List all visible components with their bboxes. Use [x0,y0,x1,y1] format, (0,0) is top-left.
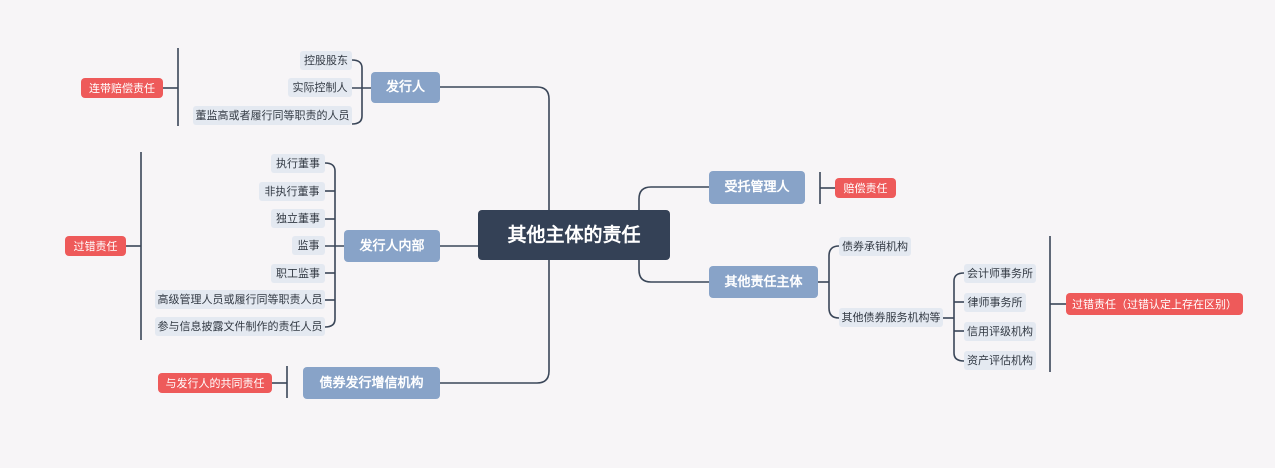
connector-line-3 [638,186,709,236]
tag-joint-liability-with-issuer[interactable]: 与发行人的共同责任 [158,373,272,393]
connector-line-15 [953,272,965,362]
leaf-employee-supervisor[interactable]: 职工监事 [271,264,325,283]
connector-line-13 [828,245,840,319]
topic-credit-enhancer[interactable]: 债券发行增信机构 [303,367,440,399]
leaf-asset-appraisal-agency[interactable]: 资产评估机构 [964,351,1036,370]
topic-other-parties[interactable]: 其他责任主体 [709,266,818,298]
connector-line-7 [324,162,336,328]
leaf-non-executive-director[interactable]: 非执行董事 [259,182,325,201]
tag-fault-liability-internal[interactable]: 过错责任 [65,236,126,256]
topic-issuer-internal[interactable]: 发行人内部 [344,230,440,262]
connector-line-4 [638,235,709,283]
topic-issuer[interactable]: 发行人 [371,72,440,103]
leaf-accounting-firm[interactable]: 会计师事务所 [964,264,1036,283]
leaf-underwriter[interactable]: 债券承销机构 [839,237,911,256]
leaf-independent-director[interactable]: 独立董事 [271,209,325,228]
tag-joint-compensation-liability[interactable]: 连带赔偿责任 [81,78,163,98]
tag-fault-liability-with-differences[interactable]: 过错责任（过错认定上存在区别） [1066,293,1243,315]
connector-line-1 [440,234,550,384]
leaf-disclosure-personnel[interactable]: 参与信息披露文件制作的责任人员 [155,317,325,336]
topic-trustee[interactable]: 受托管理人 [709,171,805,204]
root-topic[interactable]: 其他主体的责任 [478,210,670,260]
leaf-credit-rating-agency[interactable]: 信用评级机构 [964,322,1036,341]
leaf-supervisor[interactable]: 监事 [292,236,325,255]
connector-line-0 [440,86,550,236]
leaf-directors-supervisors-executives[interactable]: 董监高或者履行同等职责的人员 [193,106,352,125]
leaf-senior-management[interactable]: 高级管理人员或履行同等职责人员 [155,290,325,309]
leaf-law-firm[interactable]: 律师事务所 [964,293,1026,312]
leaf-controlling-shareholder[interactable]: 控股股东 [300,51,352,70]
leaf-other-service-institutions[interactable]: 其他债券服务机构等 [839,308,943,327]
leaf-actual-controller[interactable]: 实际控制人 [288,78,352,97]
tag-compensation-liability[interactable]: 赔偿责任 [835,178,896,198]
connector-line-5 [351,59,363,125]
leaf-executive-director[interactable]: 执行董事 [271,154,325,173]
